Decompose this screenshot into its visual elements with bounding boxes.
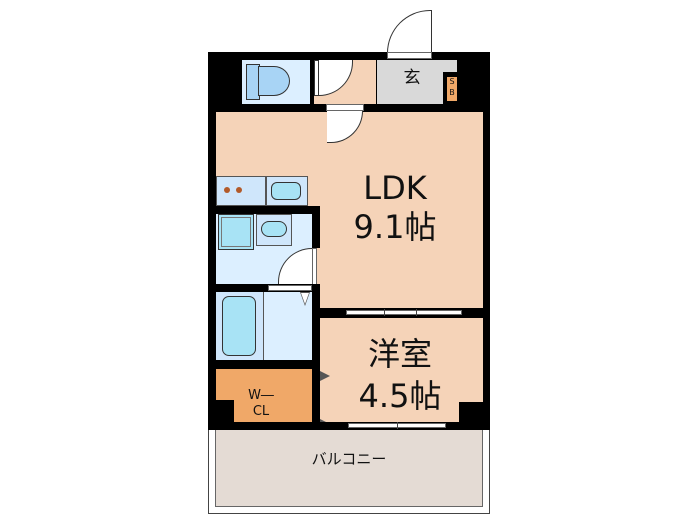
closet-label-line1: W―	[248, 388, 274, 403]
closet-label-line2: CL	[252, 404, 270, 419]
sliding-door-divider	[384, 309, 385, 316]
window-divider	[397, 422, 398, 429]
partition-wall-left	[312, 290, 320, 422]
entrance-step	[441, 60, 457, 72]
toilet-door-frame	[314, 60, 319, 96]
closet-wall	[216, 360, 320, 369]
washroom-right-wall	[312, 214, 320, 248]
closet-corner-wall	[216, 400, 234, 422]
closet-door-icon[interactable]	[320, 371, 330, 381]
kitchen-wall	[216, 206, 320, 214]
washbasin-icon	[261, 221, 287, 237]
western-room-label: 洋室	[367, 335, 432, 373]
balcony	[215, 430, 483, 507]
shoebox	[447, 77, 457, 101]
ldk-door-sill	[326, 104, 364, 111]
balcony-label: バルコニー	[311, 450, 387, 468]
sliding-door-icon[interactable]	[346, 310, 462, 315]
western-room	[320, 318, 483, 422]
bathtub-icon	[222, 296, 256, 356]
burner-icon	[224, 187, 230, 193]
toilet-bowl-icon	[258, 66, 290, 96]
washing-machine-icon	[218, 214, 254, 250]
entrance-area	[377, 60, 443, 104]
burner-icon	[236, 187, 242, 193]
shoebox-label-s: S	[449, 77, 455, 86]
washroom-door-frame	[312, 248, 317, 286]
sliding-door-divider	[416, 309, 417, 316]
entrance-label: 玄	[403, 68, 421, 88]
ldk-size-label: 9.1帖	[353, 208, 437, 246]
shoebox-label-b: B	[449, 88, 455, 97]
front-door-icon[interactable]	[387, 10, 432, 53]
western-room-size-label: 4.5帖	[358, 377, 442, 415]
folding-door-fill	[301, 293, 309, 304]
kitchen-sink-icon	[271, 182, 301, 200]
bath-door-sill	[268, 285, 312, 291]
corner-pillar	[459, 402, 483, 424]
front-door-sill	[387, 52, 432, 59]
ldk-label: LDK	[363, 169, 427, 207]
